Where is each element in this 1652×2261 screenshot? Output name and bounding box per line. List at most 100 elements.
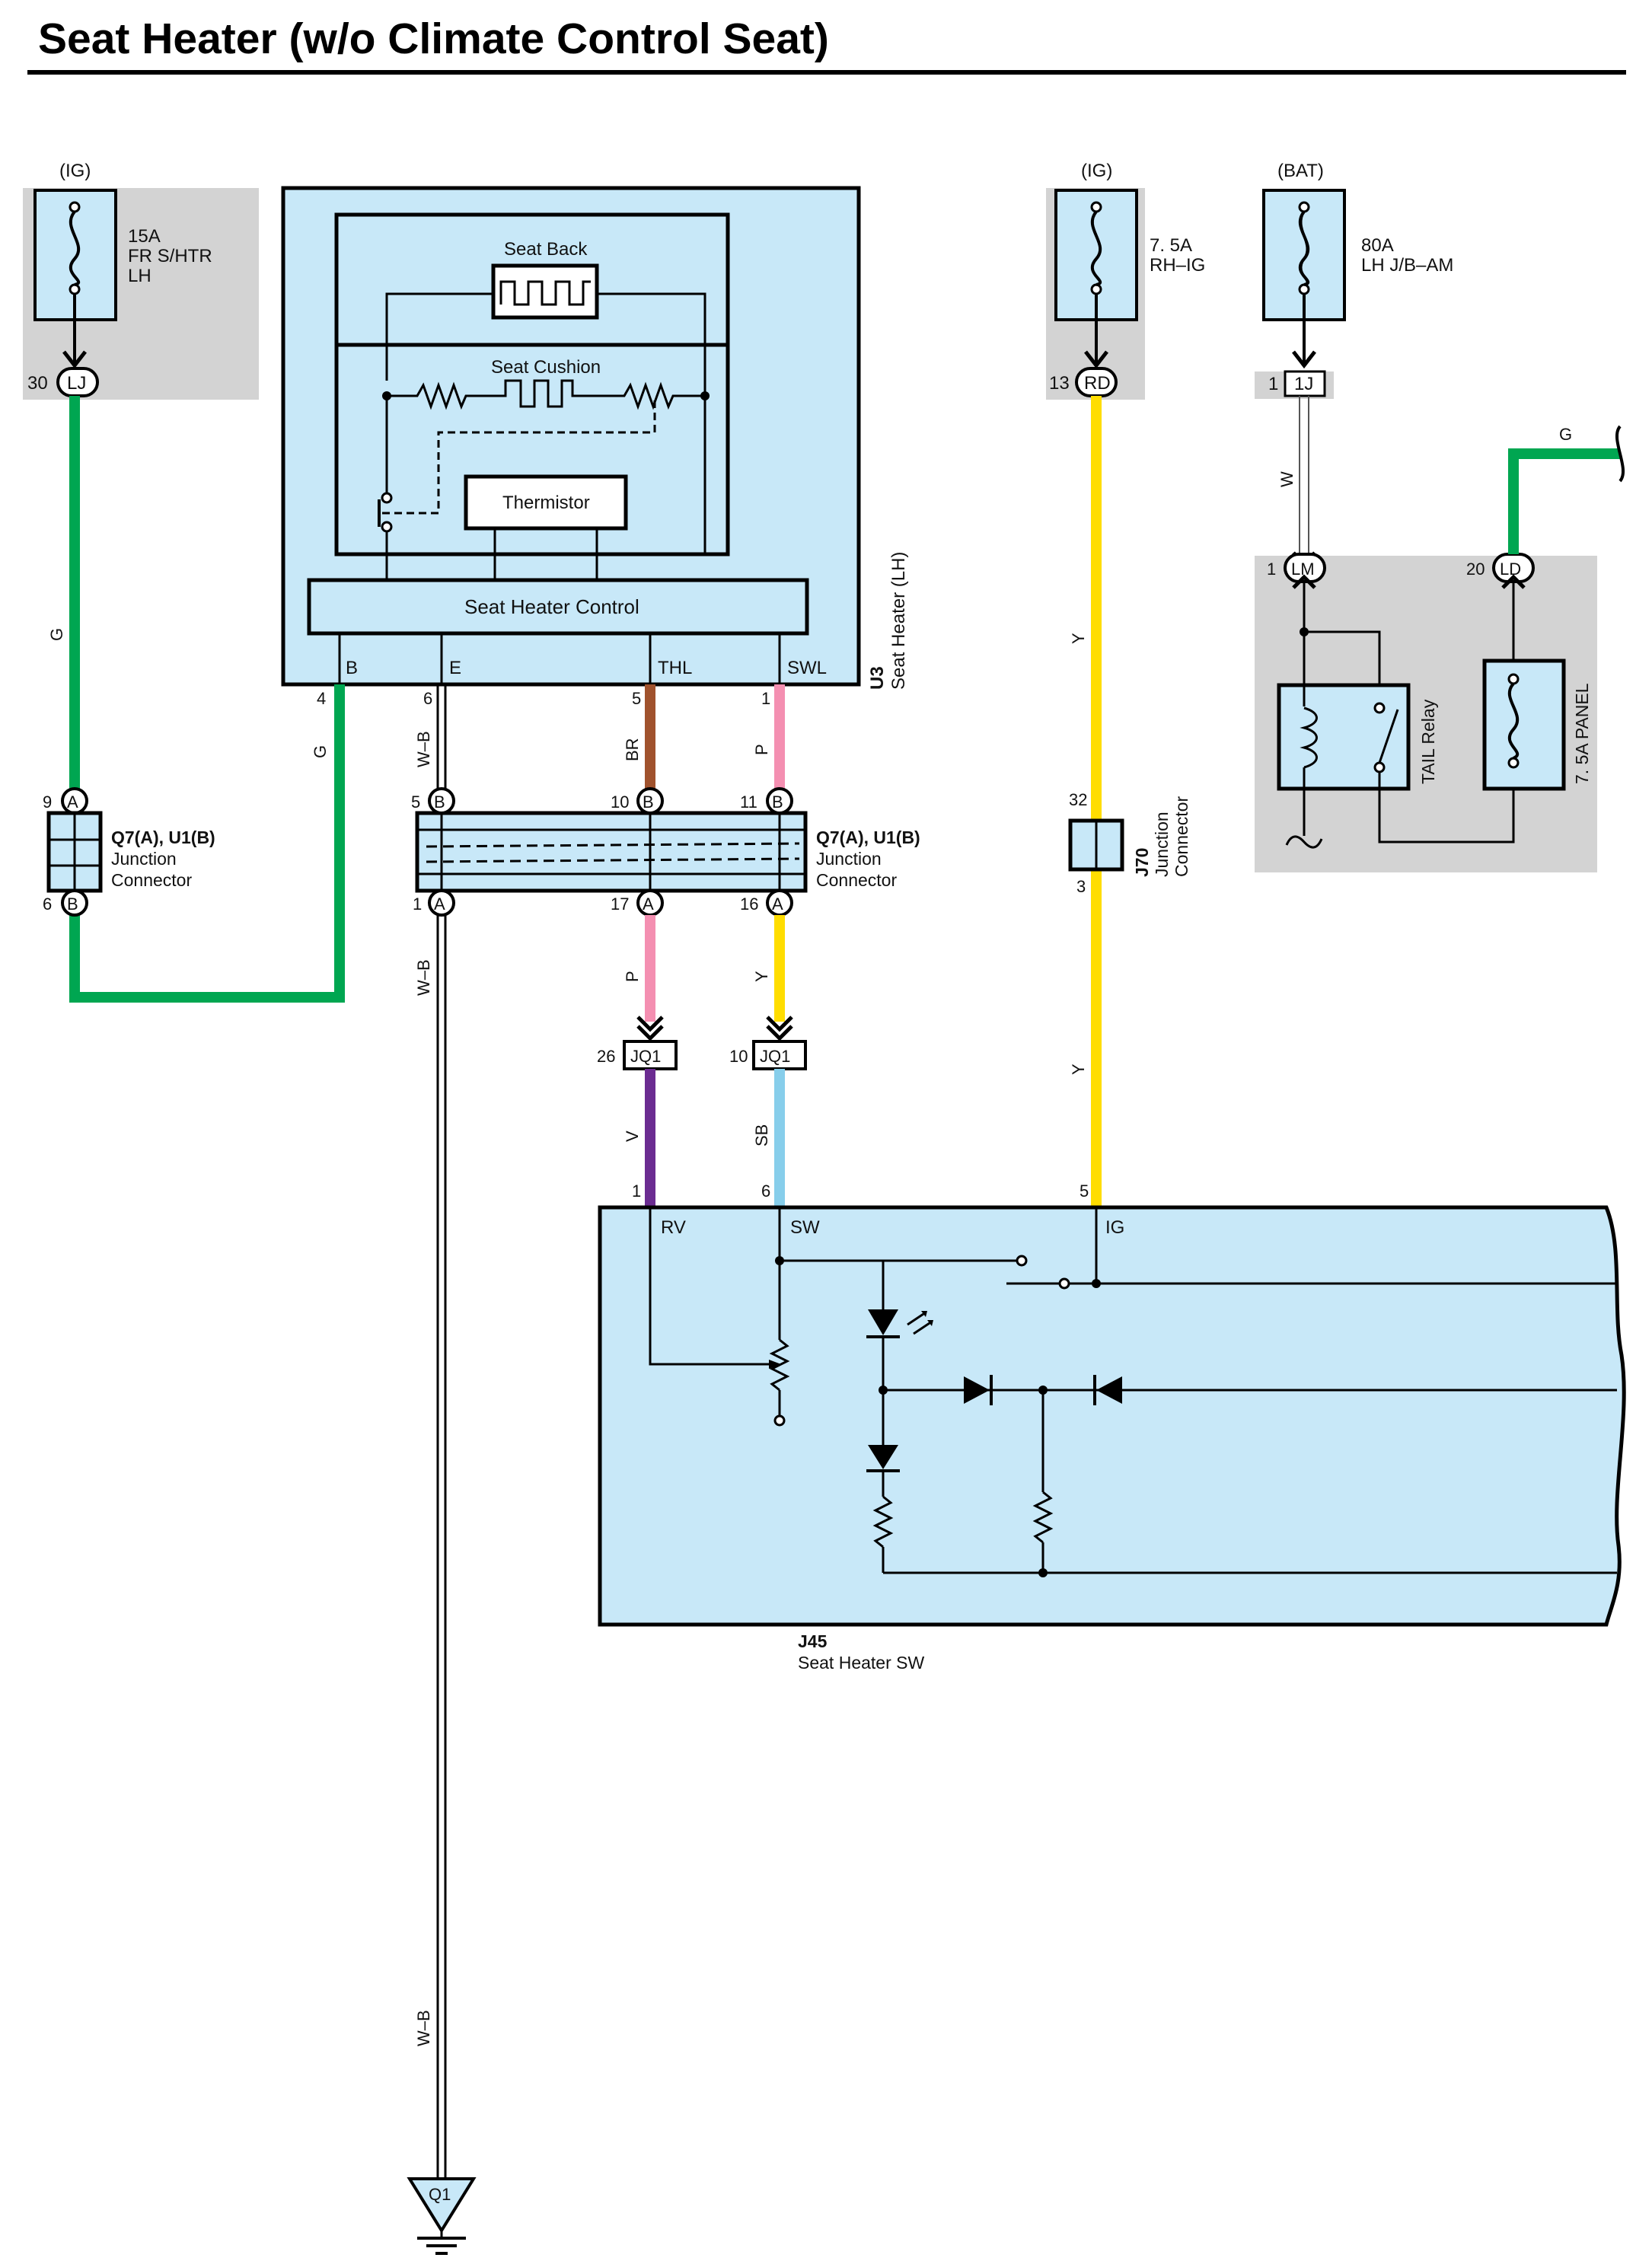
svg-text:TAIL Relay: TAIL Relay xyxy=(1418,699,1438,784)
svg-text:1: 1 xyxy=(1267,560,1276,579)
svg-text:1: 1 xyxy=(761,689,770,708)
wire-sb: SB 6 xyxy=(752,1069,785,1206)
svg-text:W–B: W–B xyxy=(414,731,433,767)
seat-heater-switch-j45: RV SW IG xyxy=(598,1205,1626,1673)
fuse-lh-jb-am: (BAT) 80A LH J/B–AM 1J 1 xyxy=(1262,161,1453,397)
seat-heater-u3: Seat Back Seat Cushion Thermistor Seat H… xyxy=(281,186,909,690)
svg-text:Connector: Connector xyxy=(816,870,897,890)
svg-text:6: 6 xyxy=(43,895,52,914)
svg-text:Y: Y xyxy=(1069,633,1088,644)
svg-text:B: B xyxy=(643,792,654,812)
svg-text:6: 6 xyxy=(423,689,432,708)
svg-text:16: 16 xyxy=(740,895,758,914)
wire-wb: 6 W–B W–B W–B xyxy=(414,684,447,2179)
svg-text:17: 17 xyxy=(611,895,629,914)
svg-text:4: 4 xyxy=(317,689,326,708)
svg-text:THL: THL xyxy=(658,658,692,678)
svg-text:RV: RV xyxy=(661,1217,686,1238)
svg-text:Q7(A), U1(B): Q7(A), U1(B) xyxy=(816,828,920,847)
svg-text:11: 11 xyxy=(740,792,757,812)
svg-text:6: 6 xyxy=(761,1182,770,1201)
svg-text:Connector: Connector xyxy=(111,870,192,890)
svg-text:LJ: LJ xyxy=(67,373,86,394)
svg-text:B: B xyxy=(434,792,445,812)
svg-text:LM: LM xyxy=(1291,560,1315,579)
fuse-rh-ig: (IG) 7. 5A RH–IG RD 13 xyxy=(1049,161,1205,397)
svg-text:B: B xyxy=(772,792,783,812)
svg-text:G: G xyxy=(47,628,66,641)
svg-text:5: 5 xyxy=(411,792,420,812)
svg-text:32: 32 xyxy=(1069,790,1087,809)
svg-text:IG: IG xyxy=(1105,1217,1124,1238)
svg-text:26: 26 xyxy=(597,1047,615,1066)
svg-text:B: B xyxy=(67,895,78,914)
svg-text:7. 5A: 7. 5A xyxy=(1150,235,1192,256)
thermistor-label: Thermistor xyxy=(502,493,590,513)
svg-text:Junction: Junction xyxy=(111,849,177,869)
svg-text:7. 5A PANEL: 7. 5A PANEL xyxy=(1572,683,1592,784)
svg-text:Y: Y xyxy=(1069,1064,1088,1075)
svg-text:G: G xyxy=(1559,425,1572,444)
svg-text:A: A xyxy=(434,895,445,914)
svg-text:5: 5 xyxy=(1080,1182,1089,1201)
svg-text:P: P xyxy=(752,744,771,755)
svg-text:RH–IG: RH–IG xyxy=(1150,255,1205,276)
ground-q1: Q1 xyxy=(407,2177,477,2255)
svg-text:JQ1: JQ1 xyxy=(630,1047,661,1066)
svg-text:13: 13 xyxy=(1049,373,1070,394)
wire-green-left: G G 4 xyxy=(47,396,345,1003)
svg-text:5: 5 xyxy=(632,689,641,708)
svg-text:1J: 1J xyxy=(1294,374,1313,394)
svg-text:SW: SW xyxy=(790,1217,820,1238)
svg-text:RD: RD xyxy=(1084,373,1111,394)
page-title: Seat Heater (w/o Climate Control Seat) xyxy=(38,14,829,63)
wire-br: 5 BR xyxy=(623,684,655,793)
svg-text:LH J/B–AM: LH J/B–AM xyxy=(1361,255,1453,276)
seat-back-label: Seat Back xyxy=(504,239,588,260)
svg-text:W–B: W–B xyxy=(414,2010,433,2046)
svg-text:B: B xyxy=(346,658,358,678)
wire-p-lower: P xyxy=(623,915,664,1041)
fuse-fr-shtr-lh: (IG) 15A FR S/HTR LH LJ 30 xyxy=(27,161,212,397)
svg-text:P: P xyxy=(623,971,642,982)
connector-jq1: JQ1 26 JQ1 10 xyxy=(597,1040,807,1070)
svg-text:W: W xyxy=(1277,471,1296,487)
svg-text:1: 1 xyxy=(413,895,422,914)
wire-p-upper: 1 P xyxy=(752,684,785,793)
svg-text:1: 1 xyxy=(632,1182,641,1201)
wire-y-right: Y Y 5 xyxy=(1069,396,1102,1206)
junction-left: A 9 B 6 Q7(A), U1(B) Junction Connector xyxy=(43,787,215,917)
relay-panel: LM 1 LD 20 G TAIL Relay 7. 5A PANEL xyxy=(1267,425,1625,849)
svg-text:Junction: Junction xyxy=(1152,812,1172,877)
svg-text:J45: J45 xyxy=(798,1631,828,1651)
svg-text:A: A xyxy=(772,895,783,914)
svg-text:Seat Heater SW: Seat Heater SW xyxy=(798,1653,924,1673)
svg-text:1: 1 xyxy=(1268,374,1278,394)
svg-text:W–B: W–B xyxy=(414,959,433,996)
seat-heater-control-label: Seat Heater Control xyxy=(464,595,639,618)
svg-text:LD: LD xyxy=(1500,560,1521,579)
svg-text:80A: 80A xyxy=(1361,235,1394,256)
svg-text:10: 10 xyxy=(729,1047,748,1066)
wire-w: W xyxy=(1277,396,1309,557)
svg-text:Y: Y xyxy=(752,971,771,982)
svg-text:J70: J70 xyxy=(1132,848,1152,877)
seat-cushion-label: Seat Cushion xyxy=(491,357,601,378)
svg-text:JQ1: JQ1 xyxy=(760,1047,790,1066)
svg-text:V: V xyxy=(623,1130,642,1142)
svg-text:(BAT): (BAT) xyxy=(1277,161,1324,181)
svg-text:Q7(A), U1(B): Q7(A), U1(B) xyxy=(111,828,215,847)
svg-text:A: A xyxy=(67,792,78,812)
svg-text:SB: SB xyxy=(752,1124,771,1146)
svg-text:30: 30 xyxy=(27,373,48,394)
svg-text:(IG): (IG) xyxy=(1081,161,1112,181)
svg-text:SWL: SWL xyxy=(787,658,827,678)
svg-text:20: 20 xyxy=(1466,560,1485,579)
wire-y-lower: Y xyxy=(752,915,793,1041)
svg-text:Junction: Junction xyxy=(816,849,882,869)
svg-text:E: E xyxy=(449,658,461,678)
svg-text:LH: LH xyxy=(128,266,151,286)
svg-text:(IG): (IG) xyxy=(59,161,91,181)
junction-j70: 32 3 J70 Junction Connector xyxy=(1068,790,1191,896)
svg-text:15A: 15A xyxy=(128,226,161,247)
